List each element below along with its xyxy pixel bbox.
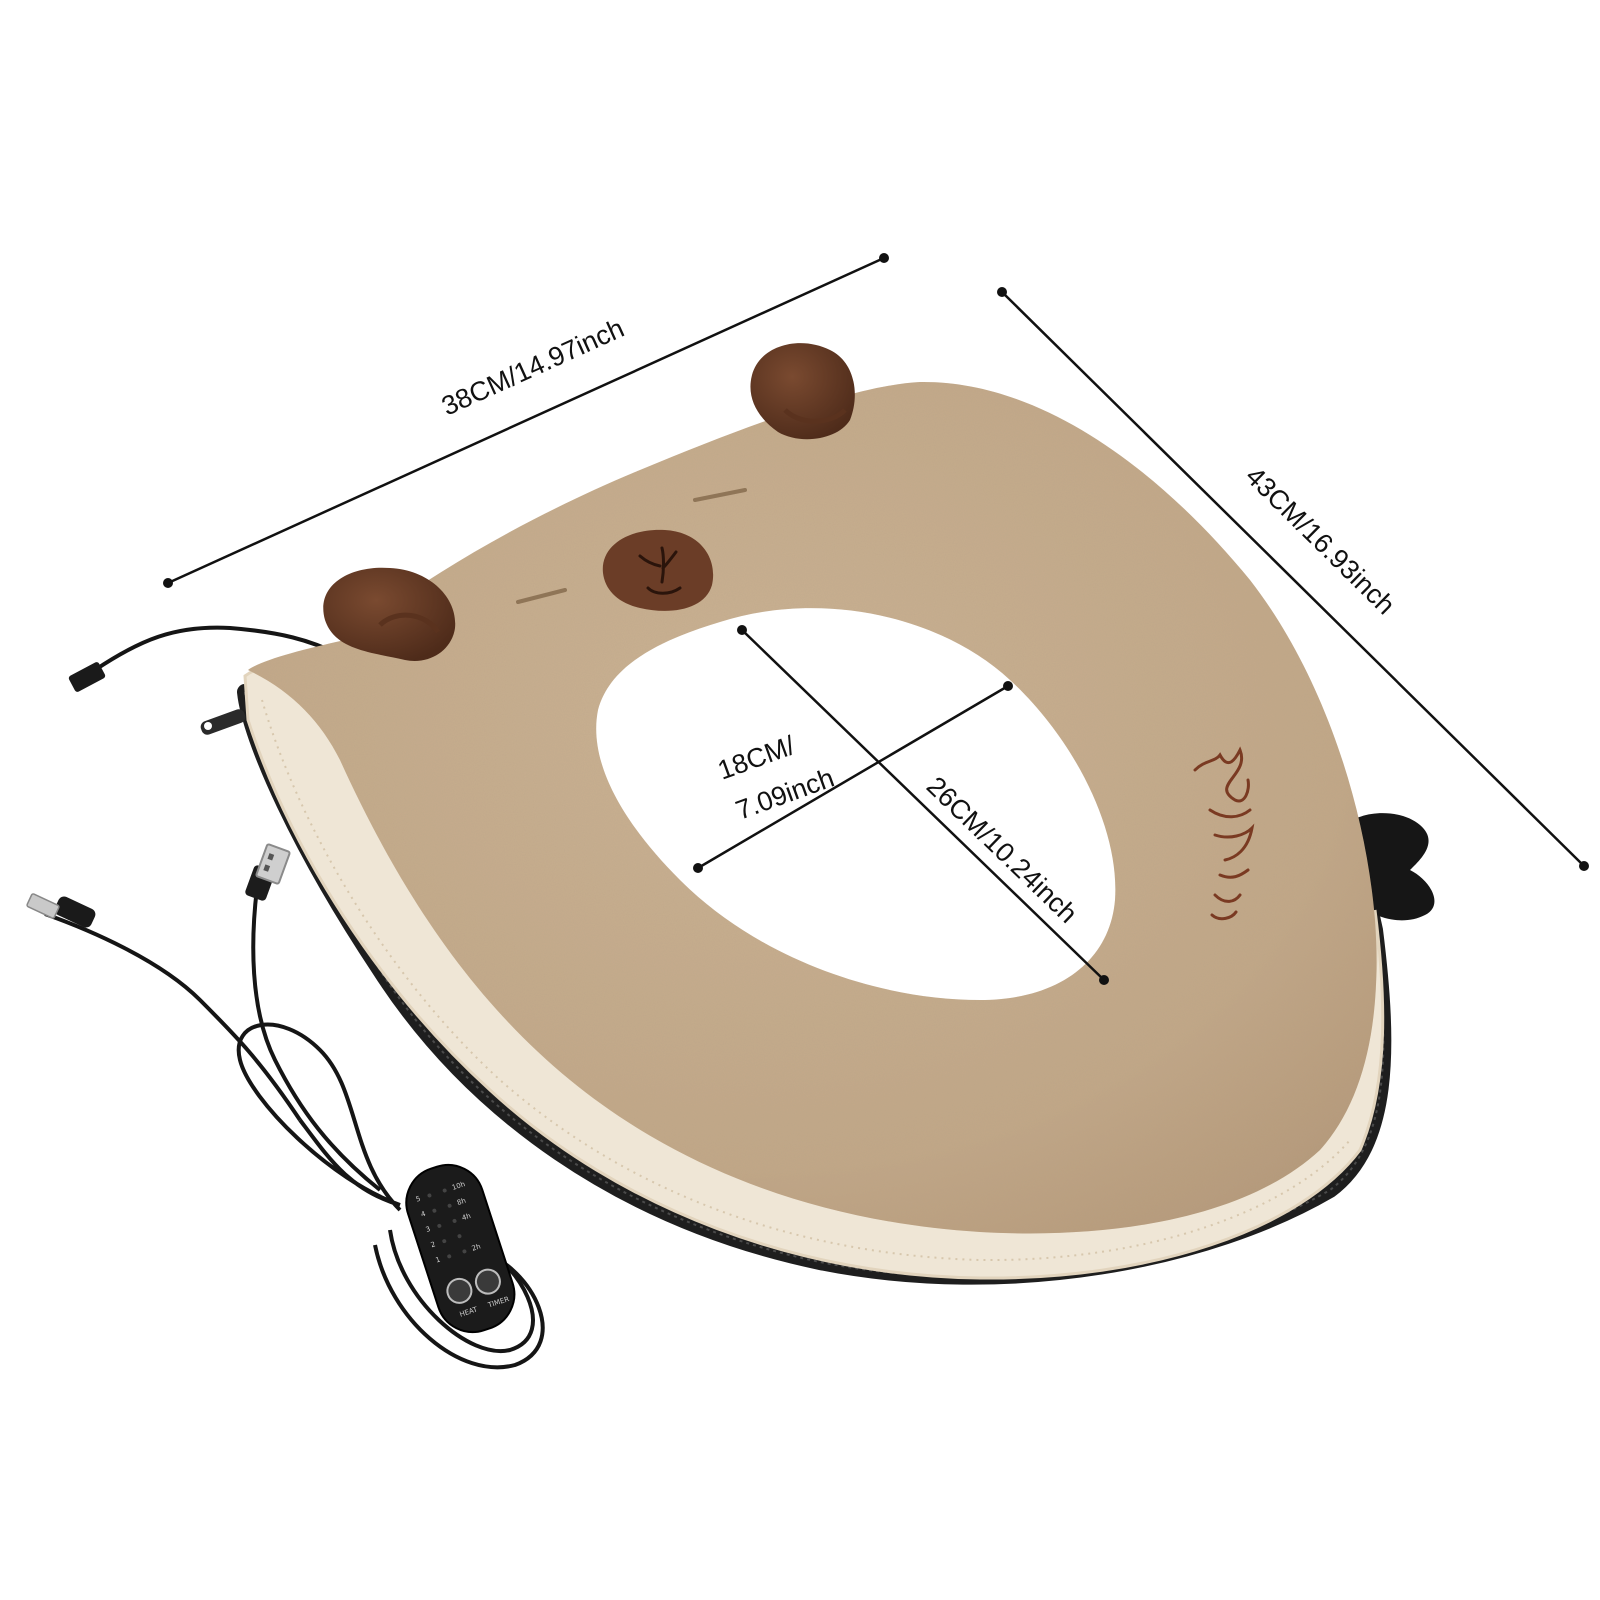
timer-led-icon — [452, 1218, 457, 1223]
plush-seat-cover — [248, 381, 1377, 1234]
timer-option-label: 2h — [471, 1242, 482, 1252]
timer-option-label: 4h — [461, 1212, 472, 1222]
opening-length-label: 26CM/10.24inch — [921, 771, 1083, 929]
heat-level-label: 4 — [420, 1210, 427, 1219]
heat-led-icon — [437, 1223, 442, 1228]
usb-plug — [245, 843, 291, 901]
heat-level-label: 5 — [415, 1195, 422, 1204]
heat-led-icon — [447, 1254, 452, 1259]
timer-led-icon — [442, 1188, 447, 1193]
timer-led-icon — [462, 1249, 467, 1254]
left-ear — [323, 567, 456, 661]
heat-led-icon — [442, 1239, 447, 1244]
length-label: 43CM/16.93inch — [1240, 461, 1401, 620]
zipper-pull — [200, 709, 246, 735]
dc-cable — [68, 625, 341, 692]
heat-led-icon — [427, 1193, 432, 1198]
dc-barrel-plug — [26, 893, 96, 928]
timer-option-label: 10h — [451, 1180, 466, 1192]
heat-level-label: 3 — [425, 1225, 432, 1234]
timer-led-icon — [447, 1203, 452, 1208]
timer-led-icon — [457, 1234, 462, 1239]
width-label: 38CM/14.97inch — [437, 313, 628, 422]
heat-level-label: 1 — [435, 1255, 442, 1264]
usb-cable — [44, 879, 545, 1370]
right-ear — [750, 343, 855, 440]
embroidered-lettering — [1193, 746, 1255, 921]
timer-option-label: 8h — [456, 1197, 467, 1207]
heat-level-label: 2 — [430, 1240, 437, 1249]
heat-led-icon — [432, 1208, 437, 1213]
capybara-face — [516, 488, 747, 611]
